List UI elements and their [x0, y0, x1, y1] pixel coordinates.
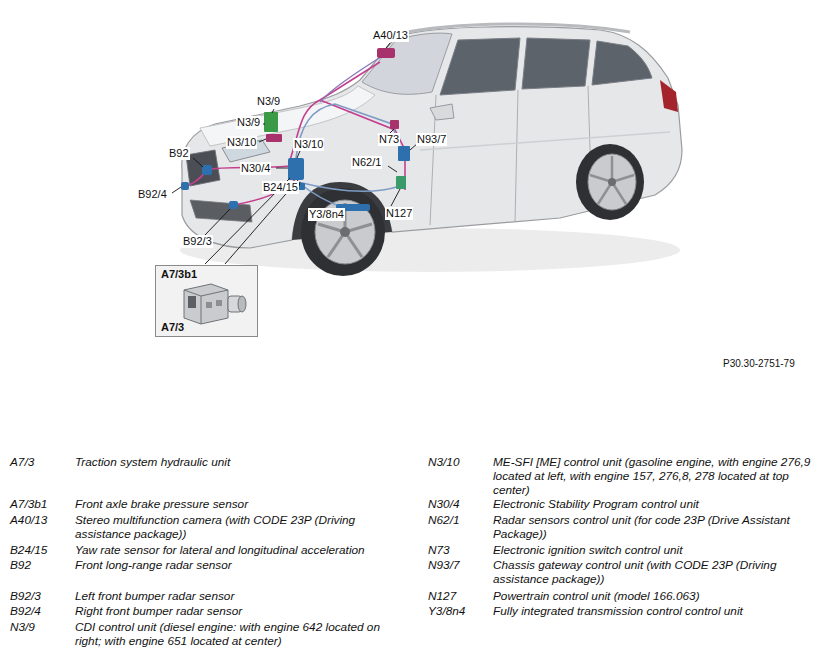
legend-table-cell: B92/3 — [10, 589, 70, 603]
unit-part — [206, 302, 212, 308]
body-crease — [420, 132, 670, 150]
rear-spokes — [590, 156, 634, 204]
leader-lines — [172, 43, 418, 264]
callout-number: N3/9 — [236, 116, 261, 129]
unit-part — [188, 296, 196, 308]
callout-number: B92/4 — [137, 188, 168, 201]
legend-table-cell: Right front bumper radar sensor — [75, 604, 387, 618]
legend-table-cell: Front axle brake pressure sensor — [75, 497, 387, 511]
front-tyre — [301, 188, 385, 276]
legend-table-cell: CDI control unit (diesel engine: with en… — [75, 620, 387, 648]
front-side-window — [440, 38, 520, 95]
callout-number: N127 — [385, 207, 413, 220]
esp-unit — [288, 158, 304, 180]
front-hub — [340, 227, 350, 237]
legend-table-cell: N127 — [428, 589, 488, 603]
legend-table-cell: Electronic Stability Program control uni… — [493, 497, 823, 511]
camera-wiring — [320, 55, 384, 102]
callout-number: Y3/8n4 — [308, 208, 345, 221]
legend-table-cell: B24/15 — [10, 543, 70, 557]
rear-tyre — [576, 144, 644, 220]
callout-number: B92/3 — [182, 235, 213, 248]
chassis-gateway-unit — [398, 146, 410, 161]
car-body — [182, 27, 682, 248]
unit-part — [184, 284, 228, 324]
right-bumper-radar — [181, 182, 189, 190]
rear-side-window — [522, 38, 590, 89]
callout-number: N62/1 — [351, 156, 382, 169]
callout-number: N3/9 — [256, 95, 281, 108]
legend-table-cell: N30/4 — [428, 497, 488, 511]
detail-inset: A7/3b1A7/3 — [155, 265, 258, 337]
unit-part — [184, 290, 228, 324]
callout-number: B92 — [168, 147, 190, 160]
part-label: A7/3 — [161, 321, 184, 333]
unit-part — [216, 300, 222, 306]
legend-table-cell: ME-SFI [ME] control unit (gasoline engin… — [493, 455, 823, 497]
callout-number: N3/10 — [226, 136, 257, 149]
legend-table-cell: Y3/8n4 — [428, 604, 488, 618]
me-control-unit — [266, 134, 282, 142]
legend-table-cell: Powertrain control unit (model 166.063) — [493, 589, 823, 603]
callout-number: N3/10 — [293, 138, 324, 151]
quarter-window — [592, 41, 652, 85]
legend-table-cell: N62/1 — [428, 513, 488, 527]
legend-table-cell: Chassis gateway control unit (with CODE … — [493, 558, 823, 586]
cdi-control-unit — [264, 112, 278, 132]
callout-number: N73 — [378, 133, 400, 146]
rear-rim — [588, 154, 636, 210]
taillight — [660, 80, 678, 112]
part-label: A7/3b1 — [161, 268, 197, 280]
can-wiring-pink — [186, 62, 405, 205]
legend-table-cell: N93/7 — [428, 558, 488, 572]
legend-table-cell: B92/4 — [10, 604, 70, 618]
roof-rail — [398, 24, 630, 34]
legend-table-cell: A40/13 — [10, 513, 70, 527]
powertrain-unit — [396, 176, 406, 189]
can-wiring-blue — [296, 104, 400, 208]
door-lines — [430, 86, 592, 225]
legend-table-cell: Front long-range radar sensor — [75, 558, 387, 572]
legend-table-cell: Left front bumper radar sensor — [75, 589, 387, 603]
left-bumper-radar — [229, 201, 238, 209]
legend-table-cell: B92 — [10, 558, 70, 572]
legend-table-cell: Radar sensors control unit (for code 23P… — [493, 513, 823, 541]
legend-table-cell: Stereo multifunction camera (with CODE 2… — [75, 513, 387, 541]
legend-table-cell: Fully integrated transmission control co… — [493, 604, 823, 618]
legend-table-cell: Electronic ignition switch control unit — [493, 543, 823, 557]
callout-number: A40/13 — [372, 29, 409, 42]
legend-table-cell: A7/3 — [10, 455, 70, 469]
legend-table-cell: Yaw rate sensor for lateral and longitud… — [75, 543, 387, 557]
mirror — [430, 104, 454, 120]
legend-table-cell: N73 — [428, 543, 488, 557]
legend-table-cell: N3/9 — [10, 620, 70, 634]
legend-table-cell: N3/10 — [428, 455, 488, 469]
stereo-camera — [377, 48, 395, 58]
callout-number: B24/15 — [262, 181, 299, 194]
windshield — [362, 33, 452, 94]
ignition-switch-unit — [390, 120, 399, 129]
callout-number: N93/7 — [416, 133, 447, 146]
rear-hub — [608, 178, 616, 186]
callout-number: P30.30-2751-79 — [722, 357, 796, 370]
unit-part — [238, 296, 246, 312]
long-range-radar — [202, 165, 212, 175]
callout-number: N30/4 — [240, 162, 271, 175]
legend-table-cell: Traction system hydraulic unit — [75, 455, 387, 469]
legend-table-cell: A7/3b1 — [10, 497, 70, 511]
